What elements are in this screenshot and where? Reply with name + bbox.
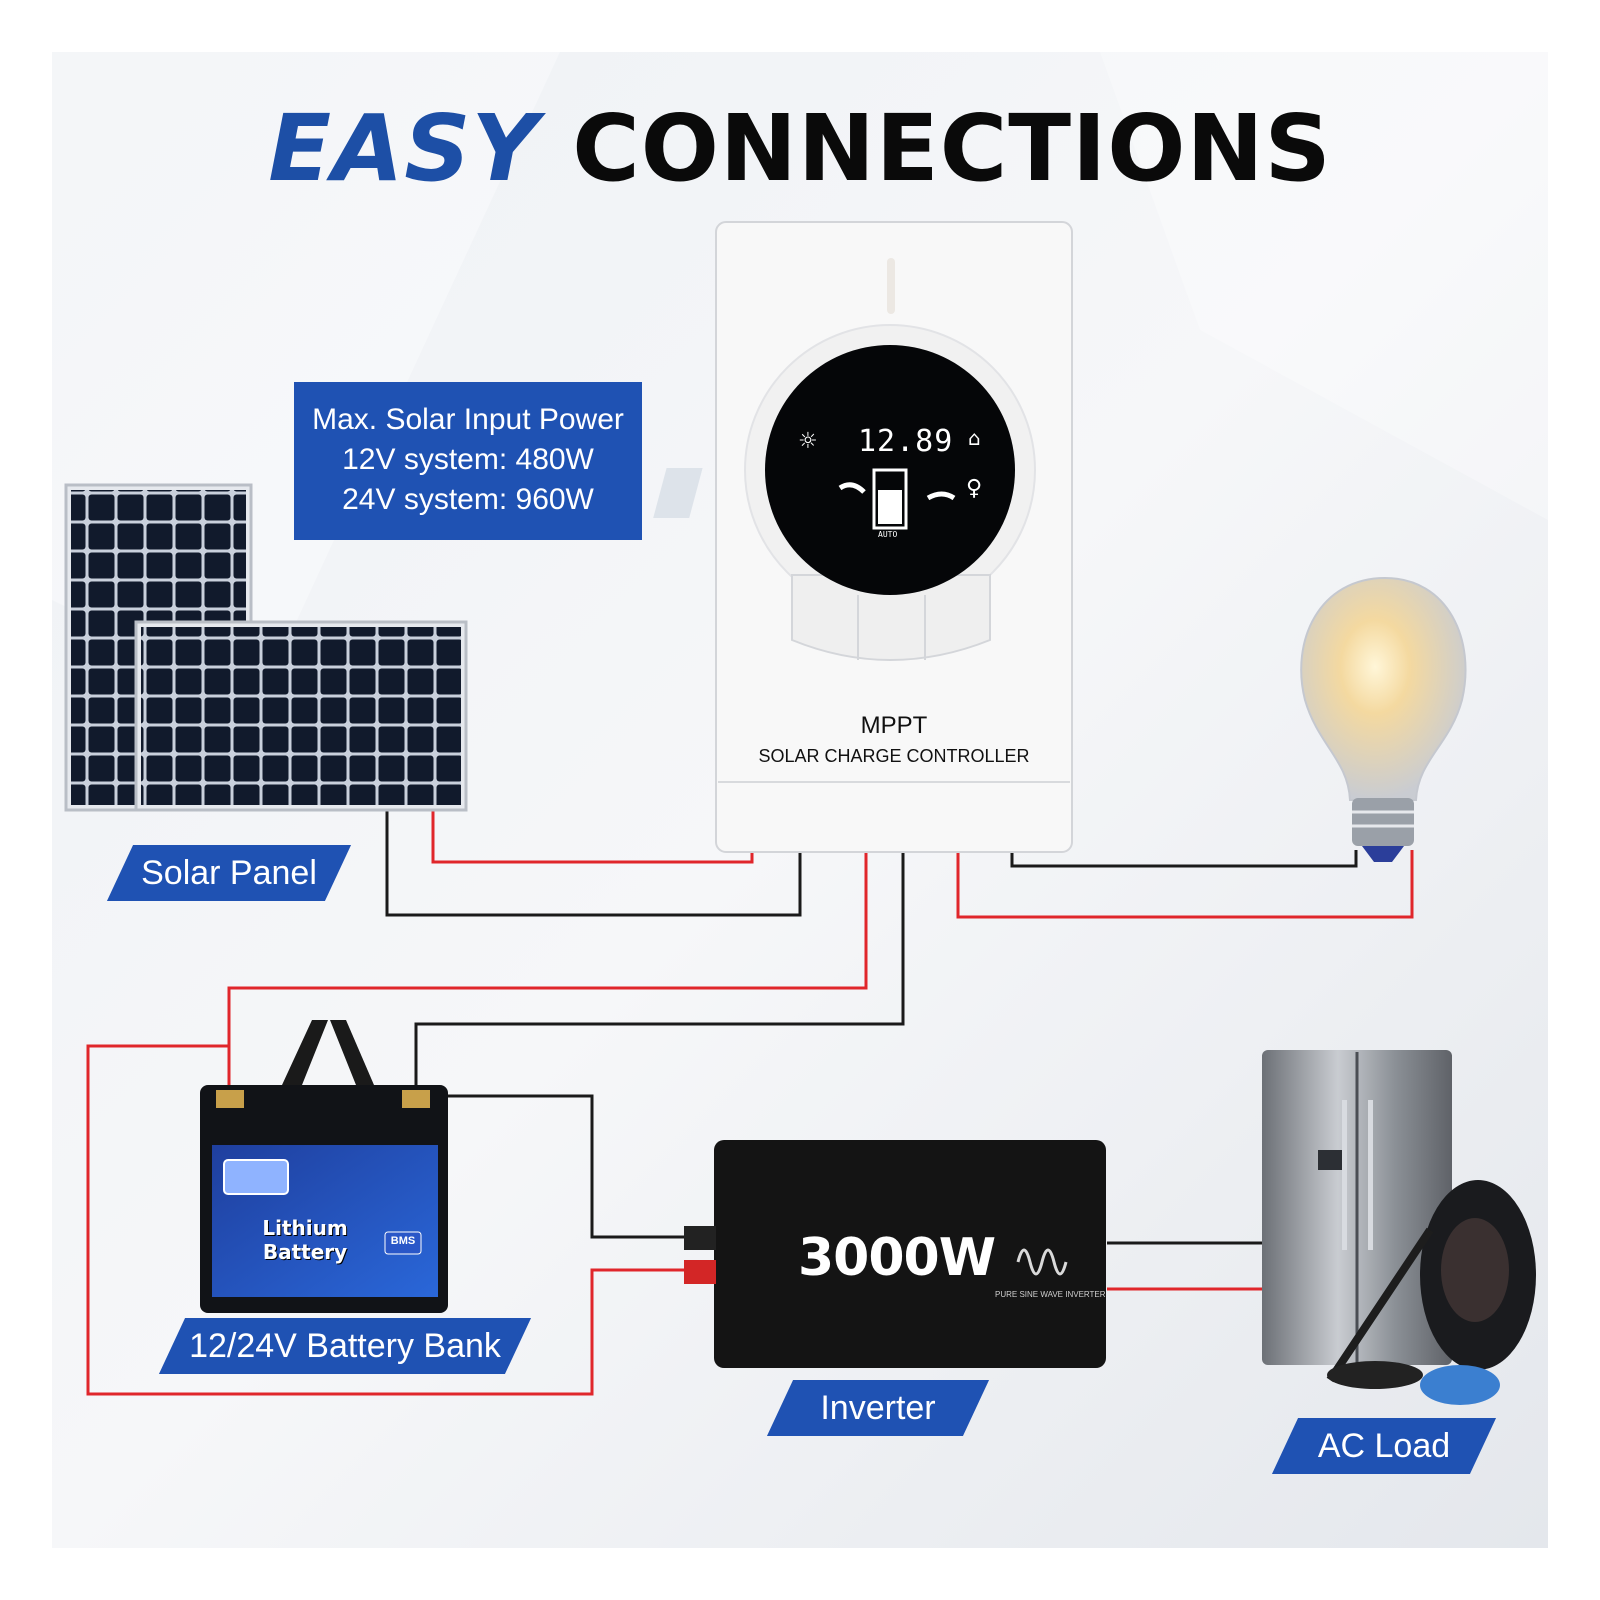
label-ac-load-text: AC Load <box>1317 1426 1451 1465</box>
wire-solar-positive <box>431 808 754 864</box>
bulb-glass <box>1300 576 1467 801</box>
battery-bms-text: BMS <box>390 1235 416 1247</box>
light-bulb <box>1300 576 1467 862</box>
inverter-body <box>714 1140 1106 1368</box>
label-battery-bank-text: 12/24V Battery Bank <box>189 1326 501 1365</box>
wire-load-positive <box>956 850 1414 919</box>
controller-status-led <box>887 258 895 314</box>
inverter-terminal-negative <box>684 1226 716 1250</box>
lcd-arrow-icon <box>926 491 956 501</box>
fridge-display <box>1318 1150 1344 1170</box>
lcd-battery-level <box>878 490 902 524</box>
inverter-power-rating: 3000W <box>798 1228 996 1288</box>
wire-load-negative <box>1010 850 1358 868</box>
label-inverter: Inverter <box>766 1380 990 1436</box>
title-emphasis: EASY <box>268 95 540 202</box>
robot-vacuum <box>1327 1361 1423 1389</box>
battery-handle <box>330 1020 374 1085</box>
wire-battery-positive <box>227 850 868 1085</box>
inverter-terminal-positive <box>684 1260 716 1284</box>
controller-model: MPPT <box>860 712 928 739</box>
lcd-arrow-icon <box>838 482 866 494</box>
steam-mop <box>1420 1365 1500 1405</box>
bulb-base <box>1352 798 1414 846</box>
title-rest: CONNECTIONS <box>572 95 1332 202</box>
spec-line: 24V system: 960W <box>342 483 594 516</box>
charge-controller: ☼ ⌂ ♀ <box>653 221 1073 853</box>
bg-facet <box>1100 52 1548 520</box>
battery-terminal-negative <box>402 1090 430 1108</box>
wire-inverter-negative <box>416 1094 686 1239</box>
label-ac-load: AC Load <box>1271 1418 1497 1474</box>
label-battery-bank: 12/24V Battery Bank <box>158 1318 532 1374</box>
fridge-handle <box>1368 1100 1373 1250</box>
solar-panel-front-cells <box>141 627 461 805</box>
page-title: EASY CONNECTIONS <box>0 95 1600 202</box>
label-inverter-text: Inverter <box>820 1388 936 1427</box>
fridge-handle <box>1342 1100 1347 1250</box>
wiring <box>86 808 1414 1396</box>
spec-line: Max. Solar Input Power <box>312 403 624 436</box>
solar-input-spec-box: Max. Solar Input Power 12V system: 480W … <box>294 382 642 540</box>
vacuum-handle <box>1326 1227 1434 1383</box>
battery-lcd <box>223 1159 289 1195</box>
controller-name: SOLAR CHARGE CONTROLLER <box>758 746 1030 766</box>
lcd-voltage-readout: 12.89 <box>858 424 954 459</box>
lcd-panel-icon <box>653 468 703 518</box>
lcd-bulb-icon: ♀ <box>966 476 982 501</box>
wire-battery-negative <box>414 850 905 1085</box>
battery-handle <box>282 1020 328 1085</box>
lcd-home-icon: ⌂ <box>968 426 981 450</box>
spec-line: 12V system: 480W <box>342 443 594 476</box>
battery-bms-badge <box>384 1231 422 1255</box>
inverter-unit <box>684 1140 1106 1368</box>
wire-inverter-positive <box>86 1044 686 1396</box>
ac-load-appliances <box>1262 1050 1536 1405</box>
bulb-tip <box>1362 846 1404 862</box>
label-solar-panel-text: Solar Panel <box>141 853 317 892</box>
inverter-subtitle: PURE SINE WAVE INVERTER <box>995 1290 1106 1299</box>
heater-grille <box>1441 1218 1509 1322</box>
lcd-battery-icon <box>872 468 908 530</box>
lithium-battery <box>200 1020 448 1313</box>
wire-solar-negative <box>385 808 802 917</box>
sine-wave-icon <box>1016 1248 1068 1276</box>
lcd-mode-label: AUTO <box>878 530 898 539</box>
battery-terminal-positive <box>216 1090 244 1108</box>
battery-brand-text: Lithium Battery <box>262 1216 348 1264</box>
lcd-sun-icon: ☼ <box>798 429 818 454</box>
label-solar-panel: Solar Panel <box>106 845 352 901</box>
controller-button-pad <box>791 574 991 661</box>
solar-panels <box>64 483 468 812</box>
